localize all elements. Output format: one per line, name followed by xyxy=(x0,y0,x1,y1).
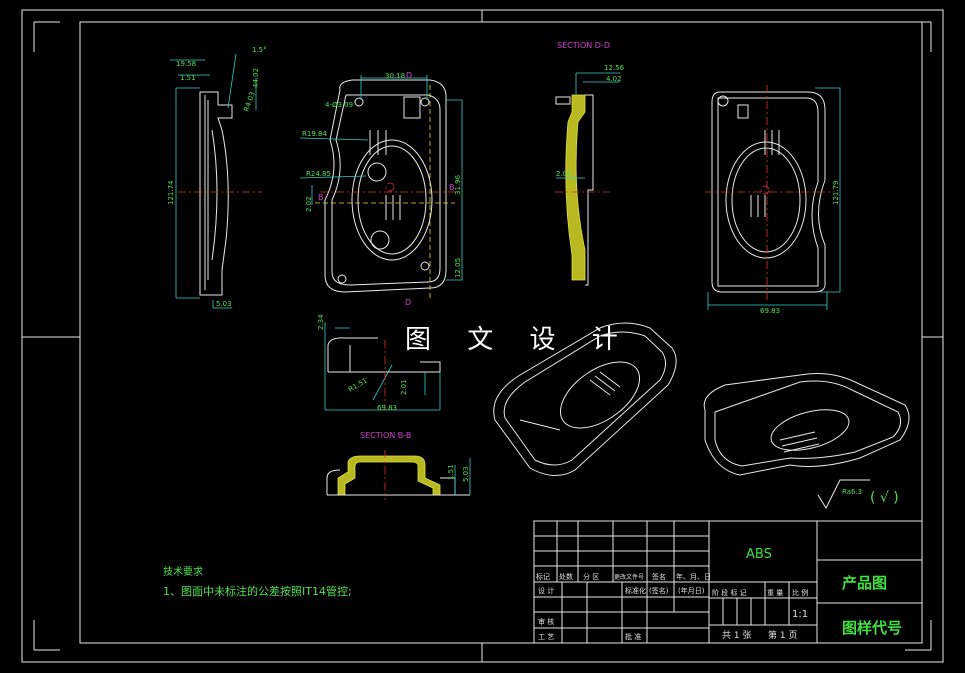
scale-value: 1:1 xyxy=(792,609,808,620)
section-marker: B xyxy=(318,193,324,202)
tb-label: 设 计 xyxy=(538,586,554,595)
tb-label: 签名 xyxy=(652,572,666,581)
tb-label: 标记 xyxy=(536,572,550,581)
dim-label: 4.02 xyxy=(606,75,622,83)
section-marker: B xyxy=(449,183,455,192)
tb-label: (签名) xyxy=(649,586,669,595)
isometric-view-1 xyxy=(493,322,677,476)
material-value: ABS xyxy=(746,547,772,562)
dim-label: 1.51 xyxy=(447,464,455,480)
dim-label: R1.51 xyxy=(347,377,369,394)
tb-label: 分 区 xyxy=(583,572,599,581)
side-view: 19.58 1.51 1.5° 44.02 R4.03 121.74 5.03 xyxy=(167,46,267,309)
tb-label: 年、月、日 xyxy=(676,572,711,581)
inner-border xyxy=(79,21,923,644)
dim-label: 2.01 xyxy=(556,170,572,178)
section-title: SECTION D-D xyxy=(557,41,610,50)
dim-label: 69.83 xyxy=(760,307,780,315)
tech-requirements: 技术要求 1、图面中未标注的公差按照IT14管控; xyxy=(163,565,352,598)
dim-label: R19.84 xyxy=(302,130,327,138)
tb-label: (年月日) xyxy=(678,586,705,595)
dim-label: R4.03 xyxy=(242,91,257,113)
drawing-code: 图样代号 xyxy=(842,619,902,637)
dim-label: 69.83 xyxy=(377,404,397,412)
section-marker: D xyxy=(405,298,411,307)
dim-label: 2.34 xyxy=(317,314,325,330)
dim-label: 44.02 xyxy=(252,68,260,88)
dim-label: 2.01 xyxy=(400,379,408,395)
roughness-value: Ra6.3 xyxy=(842,488,862,496)
sheet-count: 共 1 张 xyxy=(722,630,751,641)
tech-requirements-title: 技术要求 xyxy=(163,565,203,578)
section-d-d: SECTION D-D 12.56 4.02 2.01 xyxy=(555,41,625,286)
tb-label: 标准化 xyxy=(625,586,646,595)
dim-label: 31.96 xyxy=(454,174,462,195)
roughness-suffix: ( √ ) xyxy=(870,490,899,506)
back-view: 121.79 69.83 xyxy=(705,85,841,315)
sheet-number: 第 1 页 xyxy=(768,629,797,641)
section-b-b: SECTION B-B 1.51 5.03 xyxy=(326,431,471,500)
tb-label: 重 量 xyxy=(767,589,783,597)
drawing-frame xyxy=(21,9,944,663)
tb-label: 比 例 xyxy=(792,588,808,597)
section-title: SECTION B-B xyxy=(360,431,411,440)
dim-label: 30.18 xyxy=(385,72,405,80)
isometric-view-2 xyxy=(703,373,910,476)
title-block: 标记 处数 分 区 更改文件号 签名 年、月、日 设 计 标准化 (签名) (年… xyxy=(533,520,923,644)
tb-label: 审 核 xyxy=(538,617,554,626)
dim-label: 2.02 xyxy=(305,196,313,212)
watermark-text: 图 文 设 计 xyxy=(405,325,632,355)
front-view: 30.18 4-Ø3.09 R19.84 R24.85 2.02 31.96 1… xyxy=(299,71,463,307)
tb-label: 处数 xyxy=(559,572,573,581)
tb-label: 工 艺 xyxy=(538,633,554,641)
tech-requirement-item: 1、图面中未标注的公差按照IT14管控; xyxy=(163,584,352,598)
dim-label: 19.58 xyxy=(176,60,196,68)
dim-label: 121.79 xyxy=(832,181,840,206)
dim-label: 5.03 xyxy=(462,466,470,482)
dim-label: R24.85 xyxy=(306,170,331,178)
section-marker: D xyxy=(406,71,412,80)
roughness-symbol: Ra6.3 ( √ ) xyxy=(817,479,899,510)
dim-label: 12.05 xyxy=(454,258,462,278)
dim-label: 12.56 xyxy=(604,64,625,72)
dim-label: 5.03 xyxy=(216,300,232,308)
dim-label: 121.74 xyxy=(167,180,175,205)
drawing-name: 产品图 xyxy=(842,574,887,592)
tb-label: 更改文件号 xyxy=(614,573,644,581)
dim-label: 1.51 xyxy=(180,74,196,82)
dim-label: 1.5° xyxy=(252,46,267,54)
tb-label: 批 准 xyxy=(625,632,641,641)
dim-label: 4-Ø3.09 xyxy=(325,101,353,109)
tb-label: 阶 段 标 记 xyxy=(712,588,747,597)
